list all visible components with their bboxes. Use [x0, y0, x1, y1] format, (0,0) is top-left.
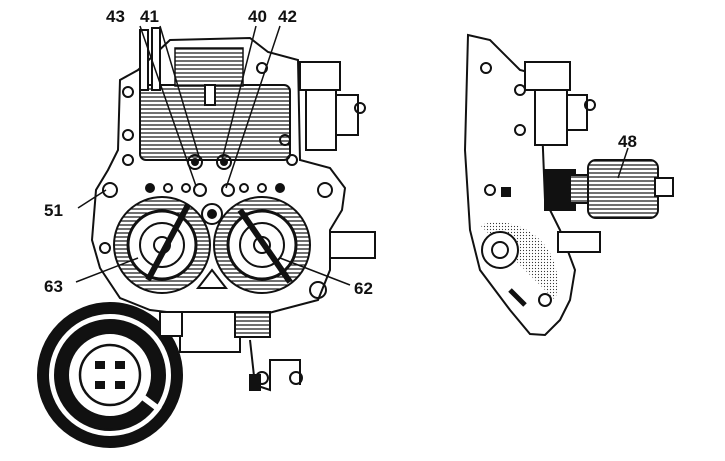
callout-label-42: 42 — [278, 7, 297, 26]
carburetor-side-view — [463, 33, 674, 337]
callout-label-40: 40 — [248, 7, 267, 26]
callout-label-51: 51 — [44, 201, 63, 220]
callout-label-41: 41 — [140, 7, 159, 26]
leader-lines-left — [75, 25, 351, 286]
callout-label-43: 43 — [106, 7, 125, 26]
leader-lines-right — [617, 147, 629, 179]
callout-label-62: 62 — [354, 279, 373, 298]
callout-label-48: 48 — [618, 132, 637, 151]
callout-label-63: 63 — [44, 277, 63, 296]
carburetor-top-view — [37, 27, 376, 448]
